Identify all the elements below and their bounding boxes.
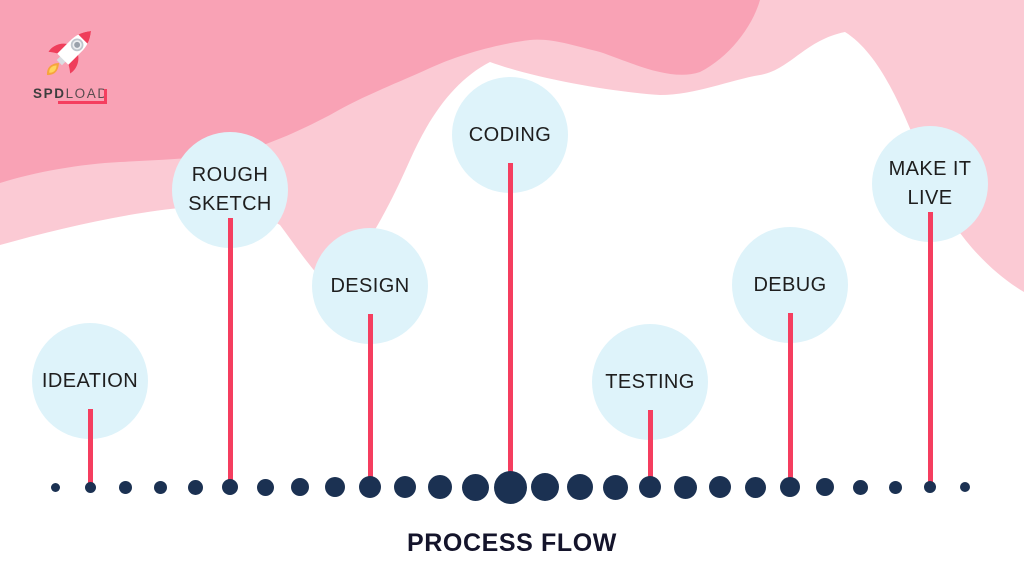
step-label: IDEATION: [41, 369, 139, 392]
timeline-dot: [428, 475, 452, 499]
connector-line: [787, 313, 793, 487]
timeline-dot: [84, 481, 96, 493]
timeline-dot: [888, 480, 902, 494]
timeline-dot: [639, 476, 661, 498]
timeline-dot: [153, 480, 167, 494]
brand-text-bold: SPD: [33, 86, 66, 101]
timeline-dot: [673, 475, 697, 499]
step-label: MAKE IT LIVE: [888, 158, 972, 209]
timeline-dot: [567, 474, 593, 500]
wave-pink-medium-shape: [0, 0, 760, 183]
timeline-dot: [602, 474, 628, 500]
timeline-dot: [744, 476, 766, 498]
timeline-dot: [291, 478, 309, 496]
step-label: DESIGN: [330, 274, 410, 297]
timeline-dot: [50, 482, 60, 492]
timeline-dot: [394, 476, 416, 498]
connector-line: [507, 163, 513, 487]
timeline-dot: [924, 481, 936, 493]
logo-tick-mark: [104, 89, 107, 104]
timeline-dot: [461, 473, 489, 501]
timeline-dot: [780, 477, 800, 497]
timeline-dot: [325, 477, 345, 497]
timeline-dot: [531, 473, 559, 501]
step-label: DEBUG: [753, 273, 827, 296]
timeline-dot: [118, 480, 132, 494]
timeline-dot: [816, 478, 834, 496]
step-bubble-debug: DEBUG: [732, 227, 848, 343]
rocket-icon: [46, 30, 92, 76]
step-label: CODING: [468, 123, 552, 146]
timeline-dot: [493, 470, 527, 504]
connector-line: [927, 212, 933, 487]
step-label: TESTING: [605, 370, 695, 393]
timeline-dot: [359, 476, 381, 498]
diagram-title: PROCESS FLOW: [407, 529, 617, 557]
brand-text-light: LOAD: [65, 86, 109, 101]
timeline-dot: [187, 479, 203, 495]
step-label: ROUGH SKETCH: [188, 164, 272, 215]
timeline-dot: [960, 482, 970, 492]
timeline-dot: [852, 479, 868, 495]
connector-line: [367, 314, 373, 487]
logo-underline-mark: [58, 101, 107, 104]
connector-line: [227, 218, 233, 487]
connector-line: [647, 410, 653, 487]
timeline-dot: [222, 479, 238, 495]
brand-logo: SPDLOAD: [33, 86, 109, 101]
timeline-dot: [709, 476, 731, 498]
timeline-dot: [256, 478, 274, 496]
connector-line: [87, 409, 93, 487]
